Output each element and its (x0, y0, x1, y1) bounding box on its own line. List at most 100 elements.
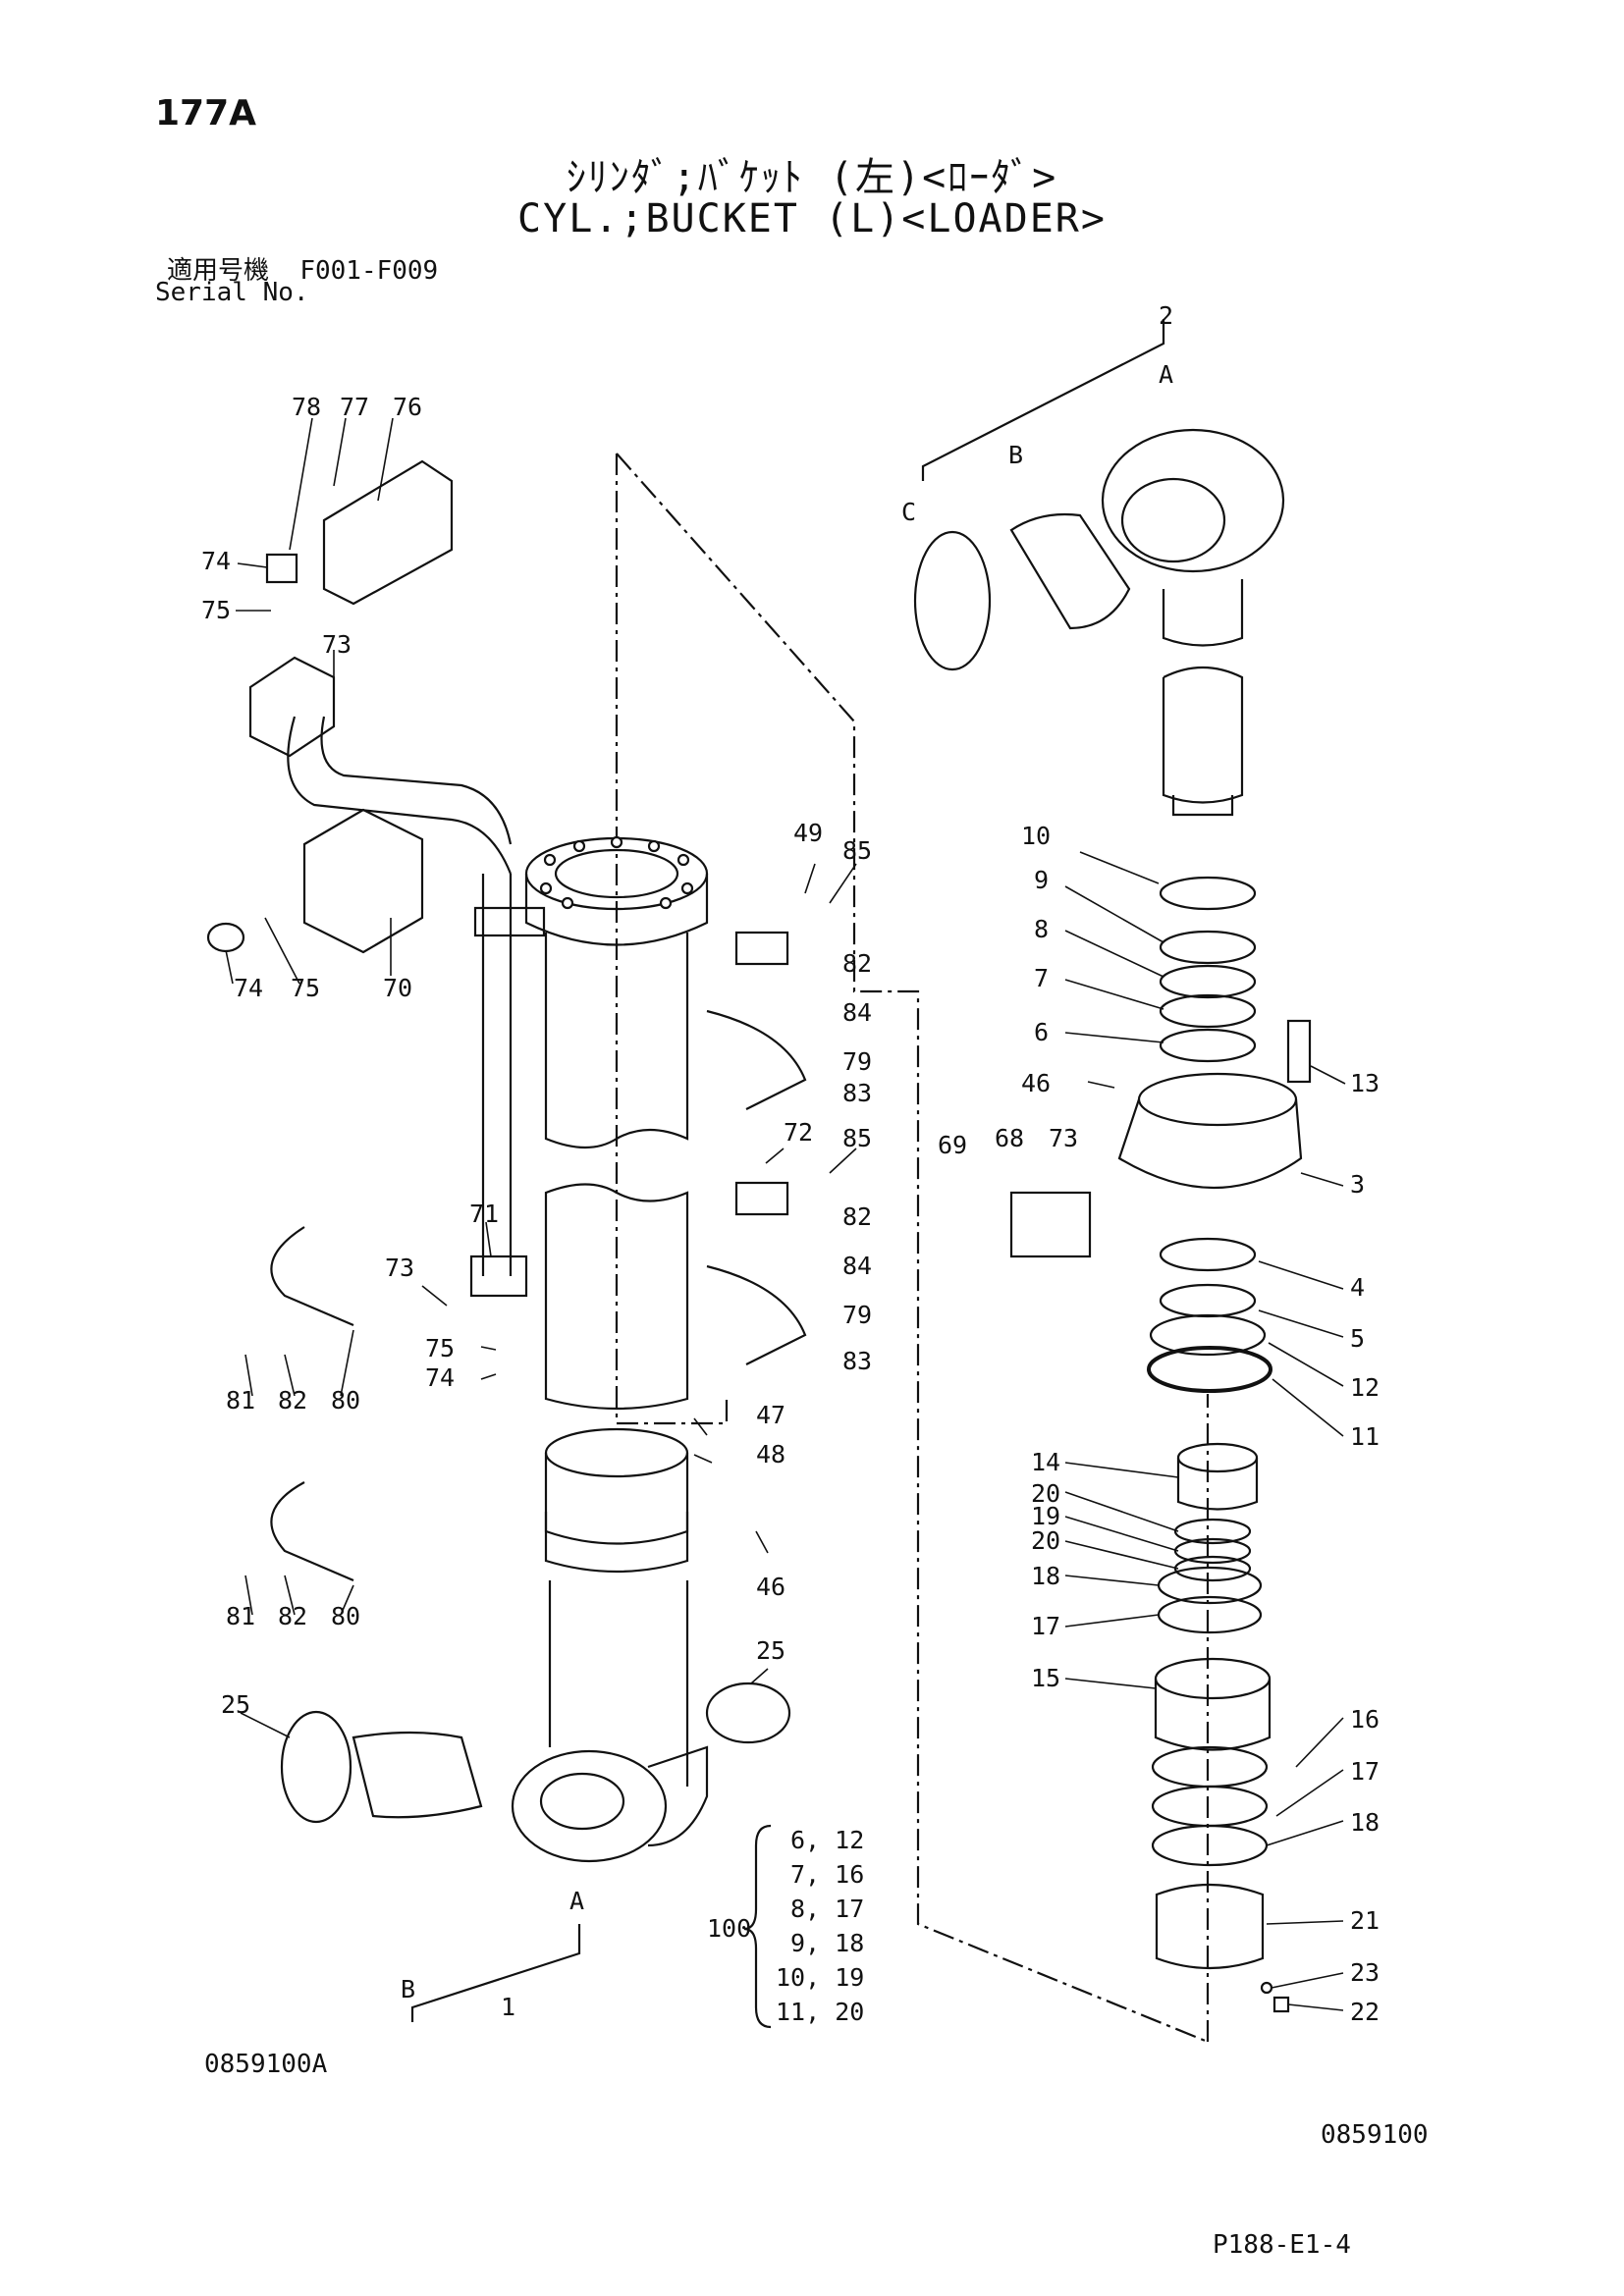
label-69: 69 (938, 1131, 967, 1159)
head-flange-bore (554, 848, 679, 899)
kit-item-2: 7, 16 (790, 1860, 864, 1889)
label-20b: 20 (1031, 1526, 1060, 1555)
ring-7 (1159, 993, 1257, 1029)
kit-item-3: 8, 17 (790, 1895, 864, 1923)
rod-shank (1162, 666, 1244, 804)
drawing-code-right: 0859100 (1321, 2120, 1429, 2150)
label-23: 23 (1350, 1958, 1380, 1987)
kit-item-4: 9, 18 (790, 1929, 864, 1957)
label-82b: 82 (842, 1202, 872, 1231)
label-83b: 83 (842, 1347, 872, 1375)
serial-label-jp: 適用号機 F001-F009 (167, 250, 438, 287)
page-number: 177A (155, 93, 257, 133)
label-7: 7 (1034, 964, 1049, 992)
label-25a: 25 (756, 1636, 785, 1665)
label-48: 48 (756, 1440, 785, 1468)
label-82d: 82 (278, 1602, 307, 1630)
label-75a: 75 (201, 596, 231, 624)
label-73b: 73 (385, 1254, 414, 1282)
drawing-code-left: 0859100A (204, 2050, 328, 2079)
label-78: 78 (292, 393, 321, 421)
label-3: 3 (1350, 1170, 1365, 1199)
cushion-14-body (1176, 1458, 1259, 1511)
label-15: 15 (1031, 1664, 1060, 1692)
seal-25-right (705, 1682, 791, 1744)
label-18a: 18 (1031, 1562, 1060, 1590)
ring-20-a (1173, 1518, 1252, 1545)
label-74a: 74 (201, 547, 231, 575)
label-22: 22 (1350, 1998, 1380, 2026)
clamp-right-2 (706, 1264, 807, 1365)
label-17a: 17 (1031, 1612, 1060, 1640)
tube-lower-body (544, 1453, 689, 1545)
bracket-1 (410, 1924, 581, 2022)
clamp-block-84-a (734, 931, 789, 966)
rod-cover-body (1117, 1098, 1303, 1189)
label-83a: 83 (842, 1079, 872, 1107)
label-46b: 46 (1021, 1069, 1051, 1097)
rod-cover-top (1137, 1072, 1298, 1127)
tube-upper (544, 933, 689, 1148)
leaders (225, 417, 1346, 2011)
tube-lower-collar (544, 1512, 689, 1574)
letter-A-top: A (1159, 360, 1173, 389)
plug-74-b (206, 922, 245, 953)
label-72: 72 (784, 1118, 813, 1147)
ball-23 (1260, 1981, 1273, 1995)
label-84b: 84 (842, 1252, 872, 1280)
alignment-line-diag (616, 453, 1209, 2044)
flange-bolt-holes (539, 835, 694, 910)
ring-4 (1159, 1237, 1257, 1272)
label-1: 1 (501, 1993, 515, 2021)
kit-list: 100 6, 12 7, 16 8, 17 9, 18 10, 19 11, 2… (707, 1826, 864, 2026)
bottom-eye-arm (647, 1745, 709, 1847)
pipe-left-lower (481, 1178, 513, 1276)
serial-label-jp-text: 適用号機 (167, 256, 270, 286)
letter-A-bottom: A (569, 1887, 584, 1915)
diagram-artwork (206, 319, 1346, 2044)
label-75b: 75 (291, 974, 320, 1002)
ring-12 (1149, 1313, 1267, 1357)
label-73a: 73 (322, 630, 352, 659)
bushing-left (352, 1731, 483, 1819)
page-reference: P188-E1-4 (1213, 2230, 1351, 2260)
hose-upper (287, 716, 513, 875)
ring-11 (1147, 1346, 1272, 1393)
kit-brace (743, 1824, 772, 2029)
label-19: 19 (1031, 1502, 1060, 1530)
bushing-B (1009, 512, 1131, 630)
bottom-eye-outer (511, 1749, 668, 1863)
bottom-eye-bore (539, 1772, 625, 1831)
cushion-14 (1176, 1442, 1259, 1473)
seal-25-left (280, 1710, 352, 1824)
kit-item-5: 10, 19 (776, 1963, 864, 1992)
label-5: 5 (1350, 1324, 1365, 1353)
label-85a: 85 (842, 836, 872, 865)
nut-21 (1155, 1883, 1265, 1970)
label-85b: 85 (842, 1124, 872, 1152)
label-47: 47 (756, 1401, 785, 1429)
snap-ring-C (913, 530, 992, 671)
label-8: 8 (1034, 915, 1049, 943)
rod-eye-outer (1101, 428, 1285, 573)
block-68 (1009, 1191, 1092, 1258)
rod-thread (1171, 795, 1234, 817)
ring-5 (1159, 1283, 1257, 1318)
label-13: 13 (1350, 1069, 1380, 1097)
label-71: 71 (469, 1200, 499, 1228)
ring-9 (1159, 930, 1257, 965)
label-74b: 74 (234, 974, 263, 1002)
letter-labels: A B C A B (401, 360, 1173, 2003)
ring-8 (1159, 964, 1257, 999)
label-79b: 79 (842, 1301, 872, 1329)
pipe-block-top (473, 906, 546, 937)
clamp-right-1 (706, 1009, 807, 1110)
title-english: CYL.;BUCKET (L)<LOADER> (517, 196, 1107, 241)
block-70 (302, 808, 424, 954)
ring-6 (1159, 1028, 1257, 1063)
hose-upper-2 (320, 716, 513, 845)
label-12: 12 (1350, 1373, 1380, 1402)
label-81a: 81 (226, 1386, 255, 1415)
ring-18-b (1151, 1824, 1269, 1867)
label-9: 9 (1034, 866, 1049, 894)
